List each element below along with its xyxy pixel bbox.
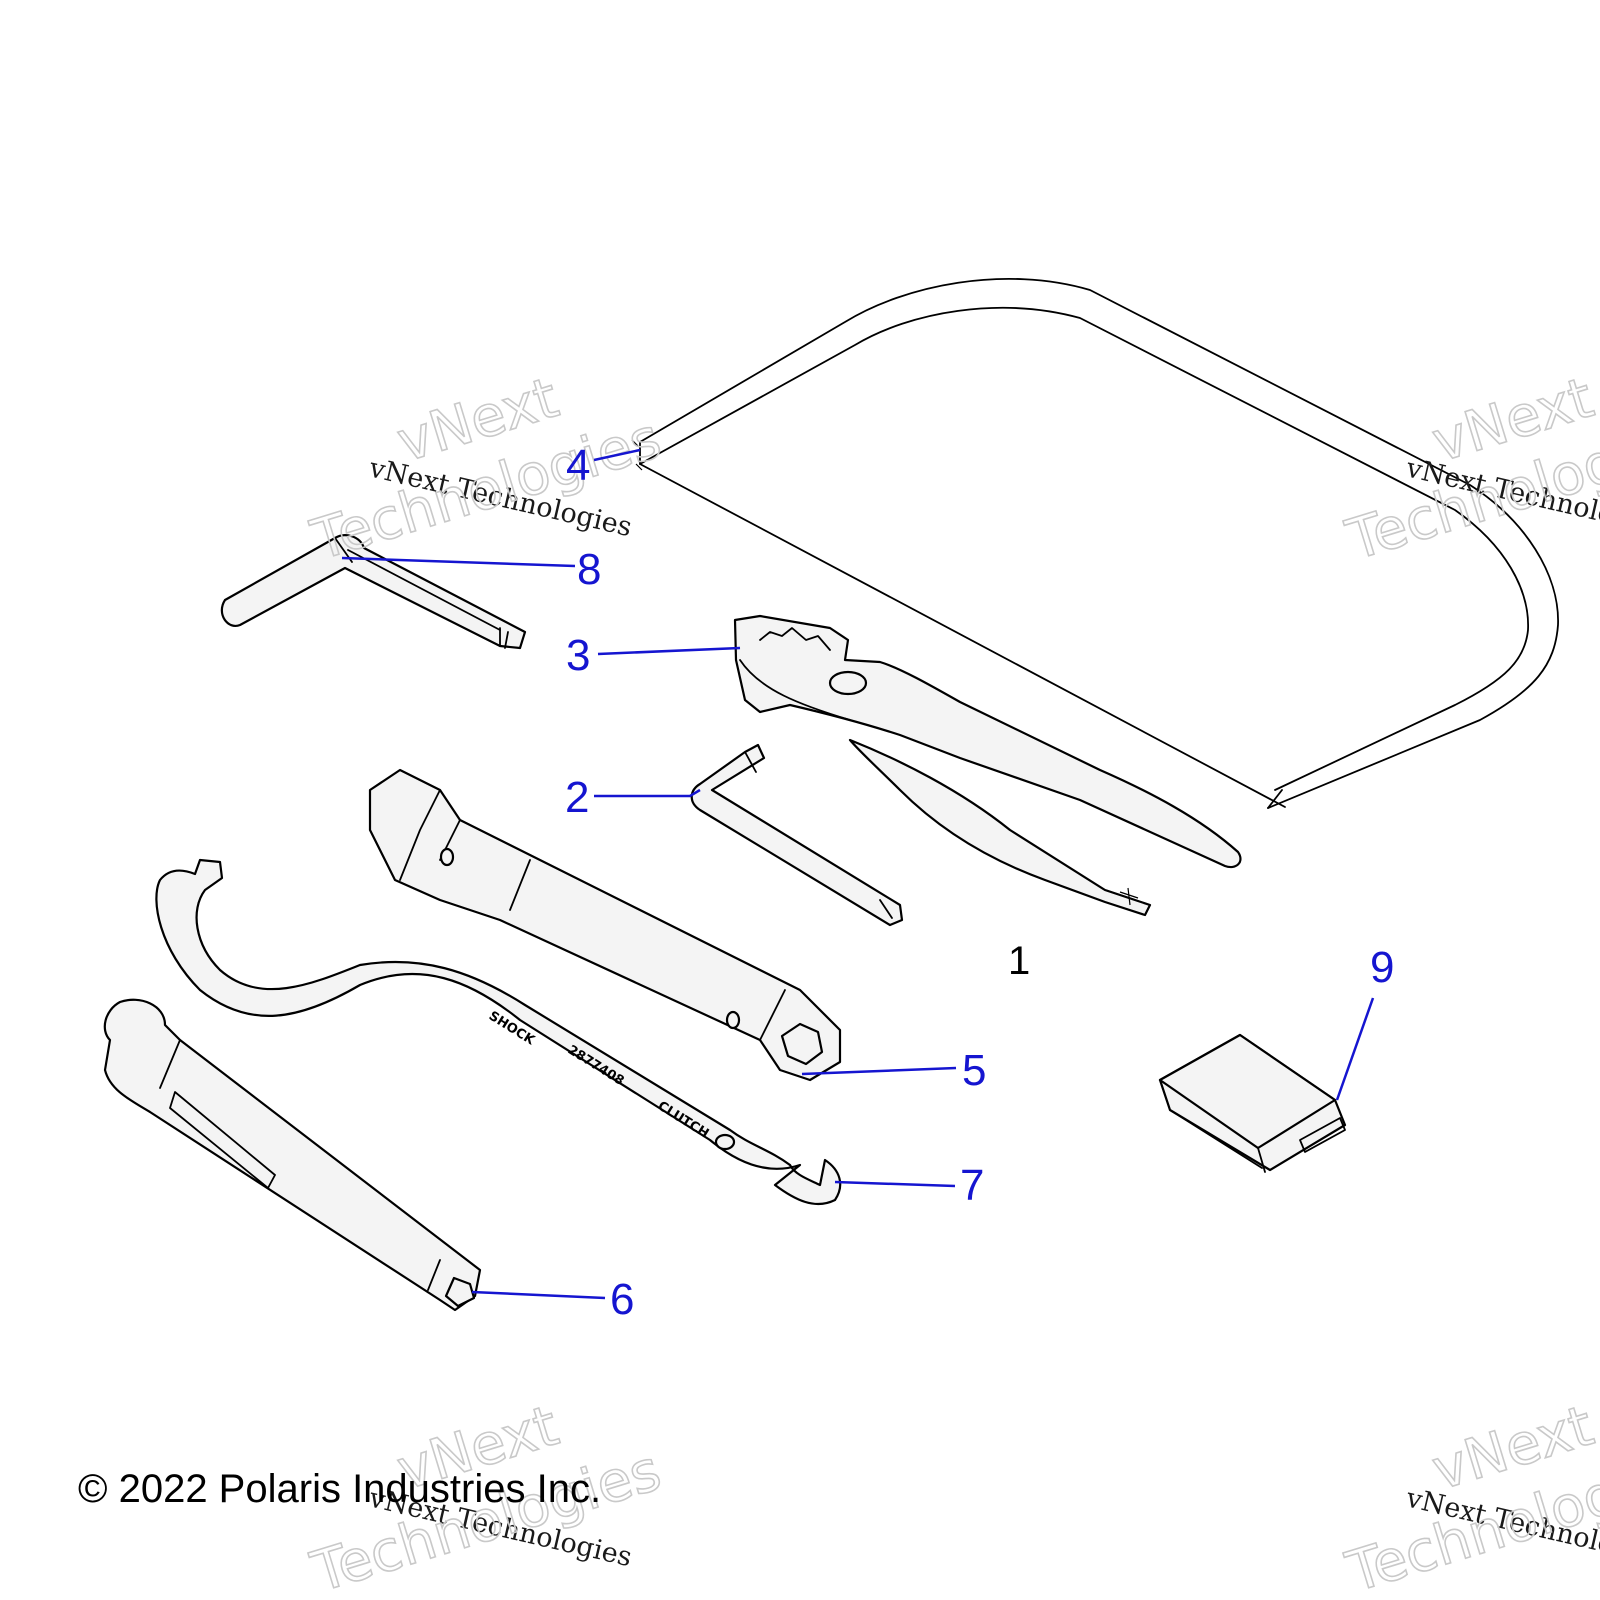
- part-5-socket-tube: [368, 768, 842, 1082]
- watermark-group: vNext Technologies vNext Technologies vN…: [303, 365, 1600, 1600]
- callout-1[interactable]: 1: [1008, 939, 1030, 983]
- part-3-pliers: [733, 614, 1242, 917]
- leader-8: [341, 556, 576, 568]
- leader-3: [597, 646, 741, 656]
- copyright-notice: © 2022 Polaris Industries Inc.: [78, 1467, 601, 1511]
- leader-4: [593, 448, 641, 462]
- callout-5[interactable]: 5: [962, 1046, 986, 1095]
- part-2-hex-key: [690, 743, 904, 927]
- part-8-hex-key: [220, 534, 527, 650]
- callout-8[interactable]: 8: [577, 545, 601, 594]
- leader-5: [801, 1066, 957, 1076]
- leader-7: [834, 1180, 956, 1188]
- callout-9[interactable]: 9: [1370, 943, 1394, 992]
- callout-numbers: 4 8 3 2 1 9 5 7 6: [565, 441, 1394, 1324]
- leader-9: [1335, 997, 1375, 1101]
- part-9-pouch: [1158, 1033, 1347, 1173]
- callout-3[interactable]: 3: [566, 631, 590, 680]
- part-6-extension-handle: [103, 998, 482, 1312]
- callout-2[interactable]: 2: [565, 773, 589, 822]
- leader-lines: [341, 448, 1375, 1300]
- callout-6[interactable]: 6: [610, 1275, 634, 1324]
- callout-7[interactable]: 7: [960, 1161, 984, 1210]
- leader-6: [471, 1290, 606, 1300]
- part-4-tool-strap: [631, 278, 1559, 809]
- leader-2: [594, 788, 701, 798]
- callout-4[interactable]: 4: [566, 441, 590, 490]
